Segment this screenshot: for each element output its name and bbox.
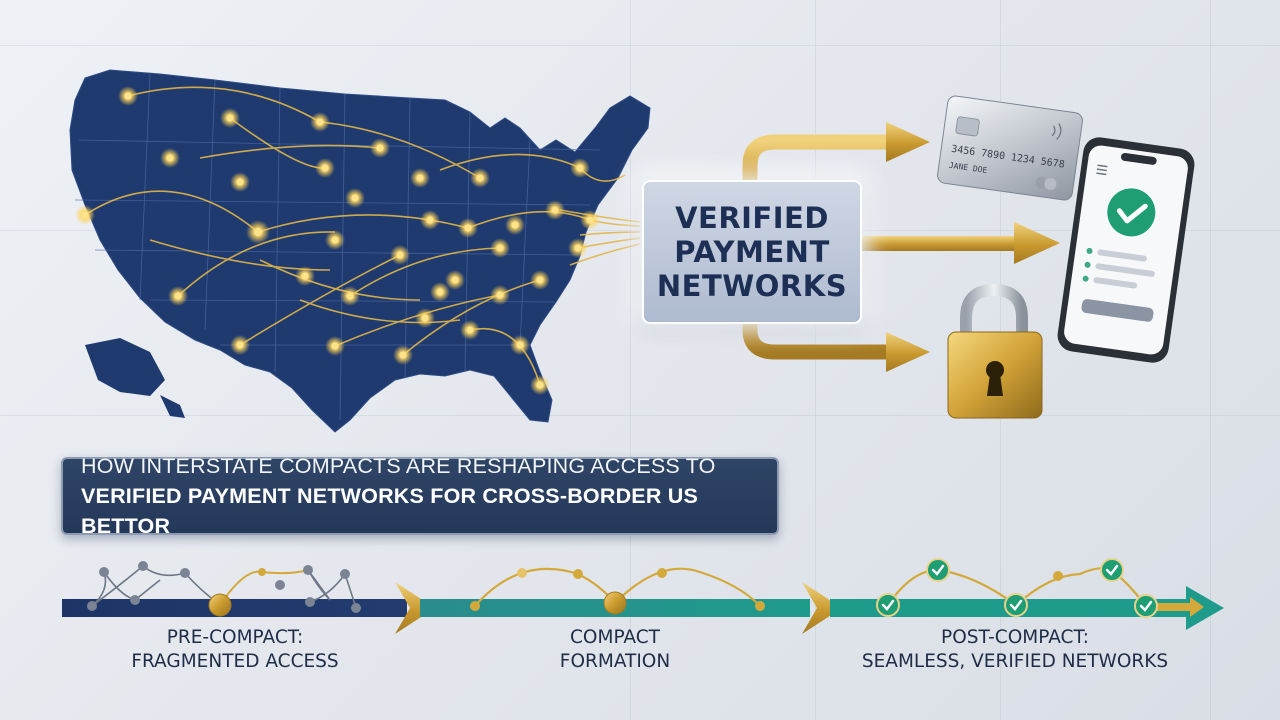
stage1-nodes [87, 561, 361, 613]
stage2-nodes [470, 568, 765, 615]
stage-label-line: COMPACT [570, 627, 660, 648]
stage-label-line: SEAMLESS, VERIFIED NETWORKS [861, 651, 1169, 672]
stage3-gold-node [1053, 571, 1063, 581]
checkmark-icon [1004, 593, 1028, 617]
headline-line-2: VERIFIED PAYMENT NETWORKS FOR CROSS-BORD… [81, 484, 699, 538]
headline-line-1: HOW INTERSTATE COMPACTS ARE RESHAPING AC… [81, 454, 716, 478]
checkmark-icon [1100, 558, 1124, 582]
flow-arrows [742, 122, 1060, 372]
stage-label-line: PRE-COMPACT: [166, 627, 304, 648]
us-map-icon [69, 69, 651, 433]
stage-label-line: POST-COMPACT: [941, 627, 1089, 648]
network-nodes [75, 86, 600, 395]
stage-label-line: FORMATION [559, 651, 671, 672]
grid-line [630, 0, 631, 720]
stage-label-compact-formation: COMPACT FORMATION [480, 626, 750, 674]
checkmark-icon [876, 593, 900, 617]
hub-line-3: NETWORKS [656, 269, 848, 303]
grid-line [0, 45, 1280, 46]
hub-line-2: PAYMENT [674, 235, 830, 269]
checkmark-icon [926, 558, 950, 582]
hub-line-1: VERIFIED [675, 201, 829, 235]
checkmark-icon [1134, 594, 1158, 618]
padlock-icon [947, 283, 1043, 419]
network-arcs [84, 86, 641, 386]
headline-banner: HOW INTERSTATE COMPACTS ARE RESHAPING AC… [61, 454, 779, 538]
credit-card-icon: 3456 7890 1234 5678 JANE DOE [937, 95, 1083, 201]
grid-line [815, 0, 816, 720]
verified-payment-networks-hub: VERIFIED PAYMENT NETWORKS [642, 180, 862, 324]
stage-label-line: FRAGMENTED ACCESS [131, 651, 339, 672]
grid-line [1210, 0, 1211, 720]
stage1-hub-node [208, 593, 232, 617]
verified-checkpoints [876, 558, 1158, 618]
grid-line [0, 415, 1280, 416]
grid-line [0, 230, 1280, 231]
stage1-gold-node [258, 568, 266, 576]
smartphone-icon [1057, 137, 1195, 363]
stage-label-pre-compact: PRE-COMPACT: FRAGMENTED ACCESS [90, 626, 380, 674]
stage-label-post-compact: POST-COMPACT: SEAMLESS, VERIFIED NETWORK… [840, 626, 1190, 674]
